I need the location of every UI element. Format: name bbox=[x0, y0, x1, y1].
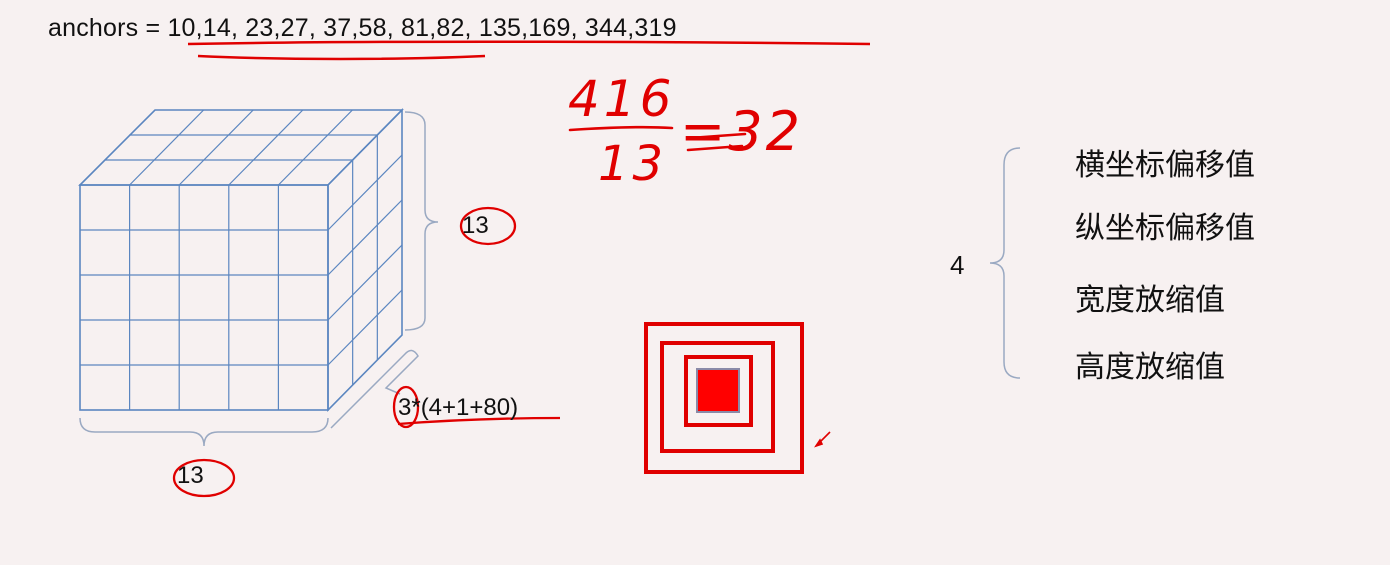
grid-line bbox=[327, 154, 403, 231]
red-circles bbox=[172, 206, 561, 498]
depth-label: 3*(4+1+80) bbox=[398, 394, 519, 421]
offset-item-y: 纵坐标偏移值 bbox=[1075, 211, 1255, 246]
grid-line bbox=[228, 109, 304, 186]
anchors-text: anchors = 10,14, 23,27, 37,58, 81,82, 13… bbox=[48, 14, 677, 43]
offset-item-x: 横坐标偏移值 bbox=[1075, 148, 1255, 183]
anchors-prefix: anchors = bbox=[48, 14, 168, 42]
anchors-values: 10,14, 23,27, 37,58, 81,82, 135,169, 344… bbox=[167, 14, 677, 42]
offset-count: 4 bbox=[950, 250, 965, 280]
grid-cube bbox=[78, 108, 404, 412]
offset-item-h: 高度放缩值 bbox=[1075, 350, 1225, 385]
nested-squares bbox=[644, 322, 804, 474]
grid-line bbox=[129, 109, 205, 186]
pen-cursor-icon bbox=[814, 431, 831, 448]
handwritten-fraction bbox=[568, 125, 747, 152]
grid-line bbox=[327, 289, 403, 366]
hand-numerator: 416 bbox=[568, 70, 676, 128]
offset-item-w: 宽度放缩值 bbox=[1075, 283, 1225, 318]
grid-line bbox=[277, 109, 353, 186]
grid-line bbox=[327, 199, 403, 276]
grid-line bbox=[178, 109, 254, 186]
height-label: 13 bbox=[462, 212, 489, 239]
hand-result: =32 bbox=[680, 100, 803, 163]
anchors-underline bbox=[187, 40, 871, 61]
brace-lines bbox=[79, 111, 1021, 447]
width-label: 13 bbox=[177, 462, 204, 489]
hand-denominator: 13 bbox=[598, 136, 668, 192]
grid-line bbox=[327, 244, 403, 321]
